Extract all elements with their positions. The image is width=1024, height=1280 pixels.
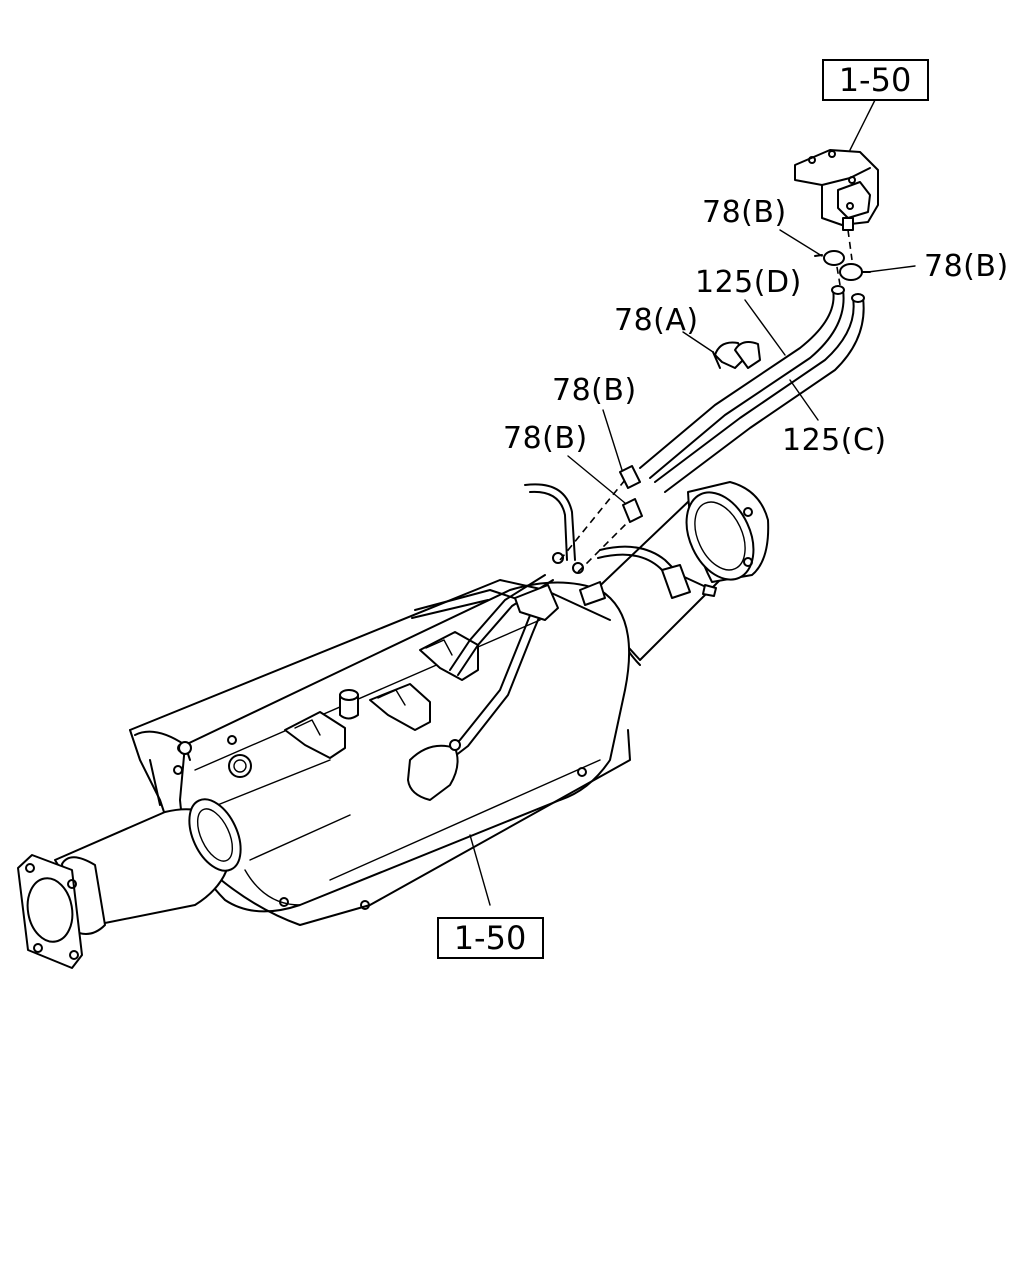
ref-box-top bbox=[822, 59, 929, 101]
hose-125d bbox=[639, 285, 845, 479]
callout-125c[interactable]: 125(C) bbox=[782, 423, 887, 458]
inlet-pipe bbox=[54, 798, 242, 935]
inlet-flange bbox=[17, 854, 83, 969]
clip-78a bbox=[712, 341, 761, 369]
ref-label-bottom[interactable]: 1-50 bbox=[454, 919, 527, 957]
dpf-assembly bbox=[17, 481, 770, 969]
callout-78b-mid-lower[interactable]: 78(B) bbox=[503, 421, 588, 456]
pressure-sensor bbox=[794, 149, 879, 231]
callout-78b-mid-upper[interactable]: 78(B) bbox=[552, 373, 637, 408]
callout-labels: 1-50 78(B) 78(B) 125(D) 78(A) 78(B) 125(… bbox=[437, 59, 1009, 959]
clamp-78b-mid bbox=[619, 465, 643, 523]
ref-box-bottom bbox=[437, 917, 544, 959]
pressure-pipes bbox=[134, 483, 717, 806]
ref-label-top[interactable]: 1-50 bbox=[839, 61, 912, 99]
leader-lines bbox=[469, 99, 916, 906]
callout-78b-upper-right[interactable]: 78(B) bbox=[924, 249, 1009, 284]
callout-125d[interactable]: 125(D) bbox=[695, 265, 802, 300]
callout-78a[interactable]: 78(A) bbox=[614, 303, 699, 338]
callout-78b-upper-left[interactable]: 78(B) bbox=[702, 195, 787, 230]
clamp-78b-upper bbox=[814, 250, 871, 281]
hose-125c bbox=[654, 293, 865, 493]
